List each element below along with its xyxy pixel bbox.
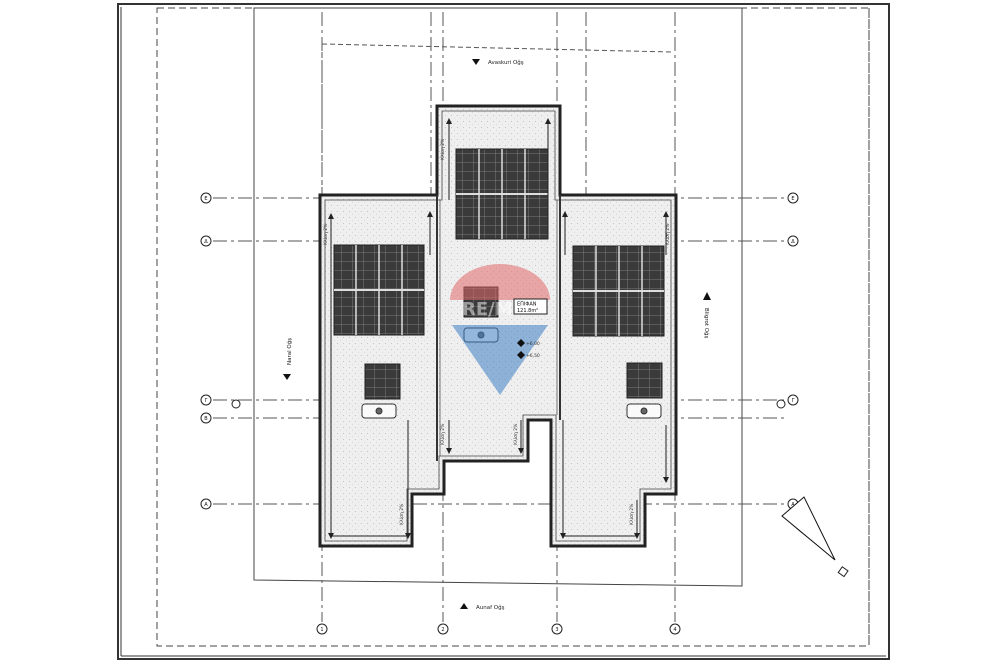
area-value: 121.8m² xyxy=(517,308,538,314)
slope-labels: Κλίση 2% Κλίση 2% Κλίση 2% Κλίση 2% Κλίσ… xyxy=(322,138,671,525)
level-label-2: +6,50 xyxy=(526,353,540,359)
slope-label: Κλίση 2% xyxy=(664,223,671,245)
slope-label: Κλίση 2% xyxy=(439,423,446,445)
slope-label: Κλίση 2% xyxy=(398,503,405,525)
level-label-1: +6,00 xyxy=(526,341,540,347)
area-badge-label: ΕΠΙΦΑΝ xyxy=(517,302,537,308)
grid-label: Γ xyxy=(792,398,795,404)
grid-label: 1 xyxy=(320,627,323,633)
grid-label: Ε xyxy=(791,196,794,202)
grid-label: 3 xyxy=(555,627,558,633)
south-facade-label: Aunaf Oğş xyxy=(476,604,505,611)
grid-label: 4 xyxy=(673,627,676,633)
solar-water-heater-left xyxy=(364,363,401,400)
north-arrow-icon xyxy=(781,496,849,578)
grid-label: 2 xyxy=(441,627,444,633)
facade-labels: Avaskuri Oğş Aunaf Oğş Naral Oğş Bligrot… xyxy=(283,59,711,611)
west-facade-label: Naral Oğş xyxy=(286,338,293,365)
slope-arrows xyxy=(328,118,669,539)
area-badge: ΕΠΙΦΑΝ 121.8m² xyxy=(513,298,548,315)
grid-label: Ε xyxy=(204,196,207,202)
grid-label: Γ xyxy=(205,398,208,404)
svg-text:RE/M: RE/M xyxy=(462,299,513,320)
slope-label: Κλίση 2% xyxy=(322,223,329,245)
solar-panels xyxy=(333,148,665,400)
east-facade-label: Bligrot Oğş xyxy=(703,308,710,339)
level-markers: +6,00 +6,50 xyxy=(517,339,540,359)
building-setback-line xyxy=(321,43,673,53)
plot-outline xyxy=(253,7,743,587)
grid-label: Α xyxy=(204,502,208,508)
slope-label: Κλίση 2% xyxy=(628,503,635,525)
north-facade-label: Avaskuri Oğş xyxy=(488,59,524,66)
grid-label: Δ xyxy=(204,239,208,245)
solar-water-heater-right xyxy=(626,362,663,399)
grid-label: Δ xyxy=(791,239,795,245)
slope-label: Κλίση 2% xyxy=(512,423,519,445)
grid-label: Α xyxy=(791,502,795,508)
grid-label: Β xyxy=(204,416,208,422)
slope-label: Κλίση 2% xyxy=(439,138,446,160)
